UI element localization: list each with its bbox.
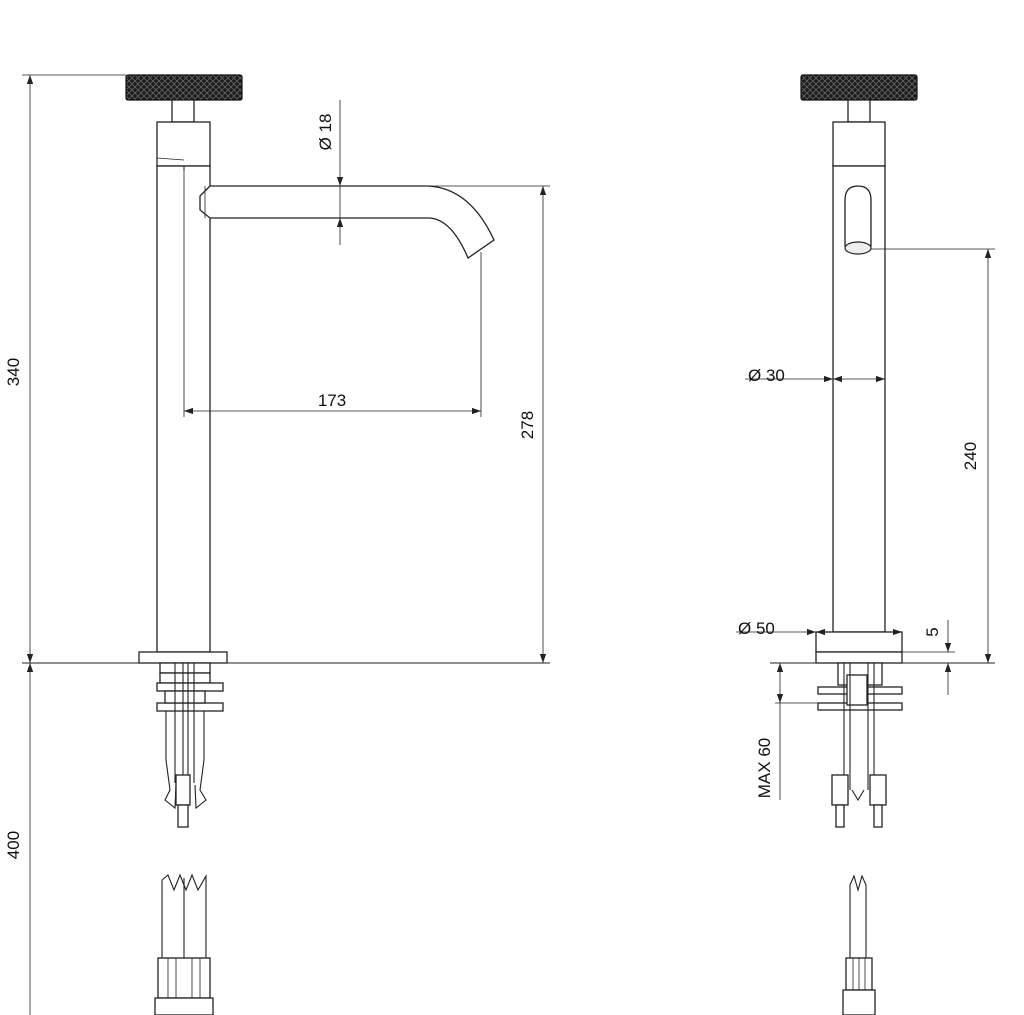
side-aerator (844, 241, 872, 255)
dim-spout-diameter-label: Ø 18 (316, 114, 335, 151)
dim-outlet-height-label: 278 (518, 411, 537, 439)
front-hose-ends (154, 873, 214, 1015)
front-handle-knob (125, 74, 243, 101)
front-spout (199, 185, 495, 259)
dim-total-height-label: 340 (4, 358, 23, 386)
side-cartridge-housing (832, 121, 886, 167)
front-handle-stem (171, 99, 195, 123)
side-base (815, 631, 903, 653)
dim-body-diameter-label: Ø 30 (748, 366, 785, 385)
side-fixing-assembly (817, 662, 903, 828)
dim-base-diameter-label: Ø 50 (738, 619, 775, 638)
side-hose-ends (842, 874, 876, 1015)
dim-max-counter-label: MAX 60 (755, 738, 774, 798)
dim-side-outlet-height-label: 240 (961, 442, 980, 470)
dim-spout-reach-label: 173 (318, 391, 346, 410)
dim-base-thickness-label: 5 (923, 627, 942, 636)
dim-under-counter-label: 400 (4, 831, 23, 859)
side-handle-stem (847, 99, 871, 123)
side-handle-knob (800, 74, 918, 101)
side-aerator-slot (844, 185, 872, 247)
side-view: Ø 30 Ø 50 240 5 MAX 60 (736, 74, 995, 1015)
front-body (156, 165, 211, 653)
front-cartridge-housing (156, 121, 211, 167)
front-base (138, 651, 228, 664)
front-fixing-assembly (156, 662, 224, 828)
front-view: 340 400 Ø 18 173 278 (4, 74, 550, 1015)
